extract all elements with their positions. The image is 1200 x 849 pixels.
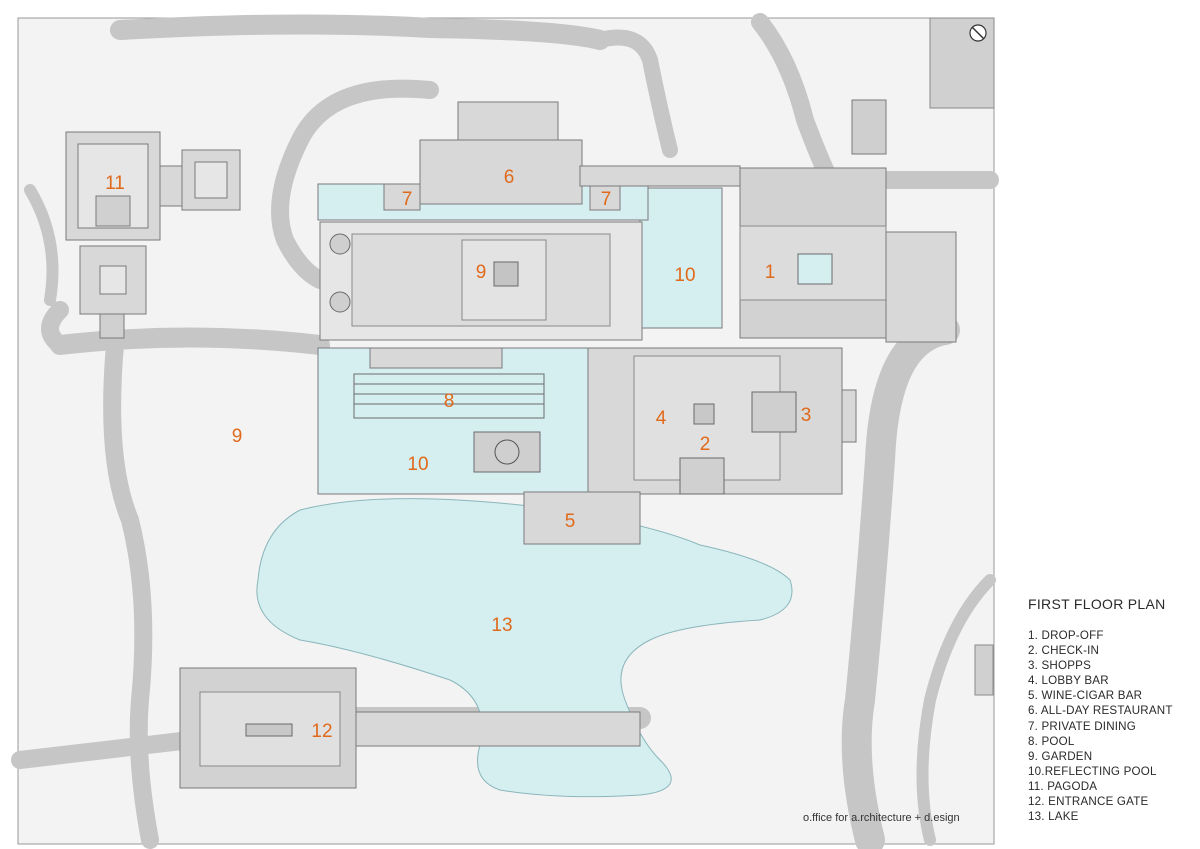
legend-item: 7. PRIVATE DINING <box>1028 719 1136 733</box>
pagoda <box>65 131 241 339</box>
legend-item: 13. LAKE <box>1028 810 1079 824</box>
label-lake: 13 <box>491 615 512 636</box>
reflecting-pool-right <box>639 187 723 329</box>
legend-title: FIRST FLOOR PLAN <box>1028 596 1166 612</box>
label-pool: 8 <box>444 391 455 412</box>
label-lobby-bar: 4 <box>656 408 667 429</box>
legend-item: 6. ALL-DAY RESTAURANT <box>1028 704 1173 718</box>
pool-area <box>317 347 589 495</box>
north-arrow-icon <box>969 24 987 42</box>
lobby-block <box>587 347 857 495</box>
label-entrance-gate: 12 <box>311 721 332 742</box>
label-reflecting-pool-left: 10 <box>407 454 428 475</box>
legend-item: 9. GARDEN <box>1028 749 1093 763</box>
label-dropoff: 1 <box>765 262 776 283</box>
legend-item: 10.REFLECTING POOL <box>1028 764 1157 778</box>
label-private-dining-left: 7 <box>402 189 413 210</box>
legend-item: 1. DROP-OFF <box>1028 629 1104 642</box>
label-checkin: 2 <box>700 434 711 455</box>
legend: FIRST FLOOR PLAN 1. DROP-OFF 2. CHECK-IN… <box>1028 596 1198 824</box>
label-garden-center: 9 <box>476 262 487 283</box>
label-wine-bar: 5 <box>565 511 576 532</box>
legend-item: 12. ENTRANCE GATE <box>1028 795 1149 809</box>
legend-item: 8. POOL <box>1028 734 1075 748</box>
legend-item: 5. WINE-CIGAR BAR <box>1028 689 1143 703</box>
parking-block <box>974 644 994 696</box>
dropoff-area <box>739 99 957 343</box>
label-private-dining-right: 7 <box>601 189 612 210</box>
entrance-gate <box>179 667 641 789</box>
label-shops: 3 <box>801 405 812 426</box>
legend-item: 4. LOBBY BAR <box>1028 674 1109 688</box>
label-pagoda: 11 <box>105 173 125 194</box>
label-garden-left: 9 <box>232 426 243 447</box>
restaurant-block <box>383 101 741 211</box>
legend-item: 3. SHOPPS <box>1028 659 1092 673</box>
label-restaurant: 6 <box>504 167 515 188</box>
credit-text: o.ffice for a.rchitecture + d.esign <box>803 812 960 824</box>
legend-item: 2. CHECK-IN <box>1028 644 1100 658</box>
legend-list: 1. DROP-OFF 2. CHECK-IN 3. SHOPPS 4. LOB… <box>1028 628 1198 824</box>
legend-item: 11. PAGODA <box>1028 779 1098 793</box>
wine-bar-block <box>523 491 641 545</box>
garden-court <box>319 221 643 341</box>
label-reflecting-pool-right: 10 <box>674 265 695 286</box>
lake <box>256 498 793 798</box>
